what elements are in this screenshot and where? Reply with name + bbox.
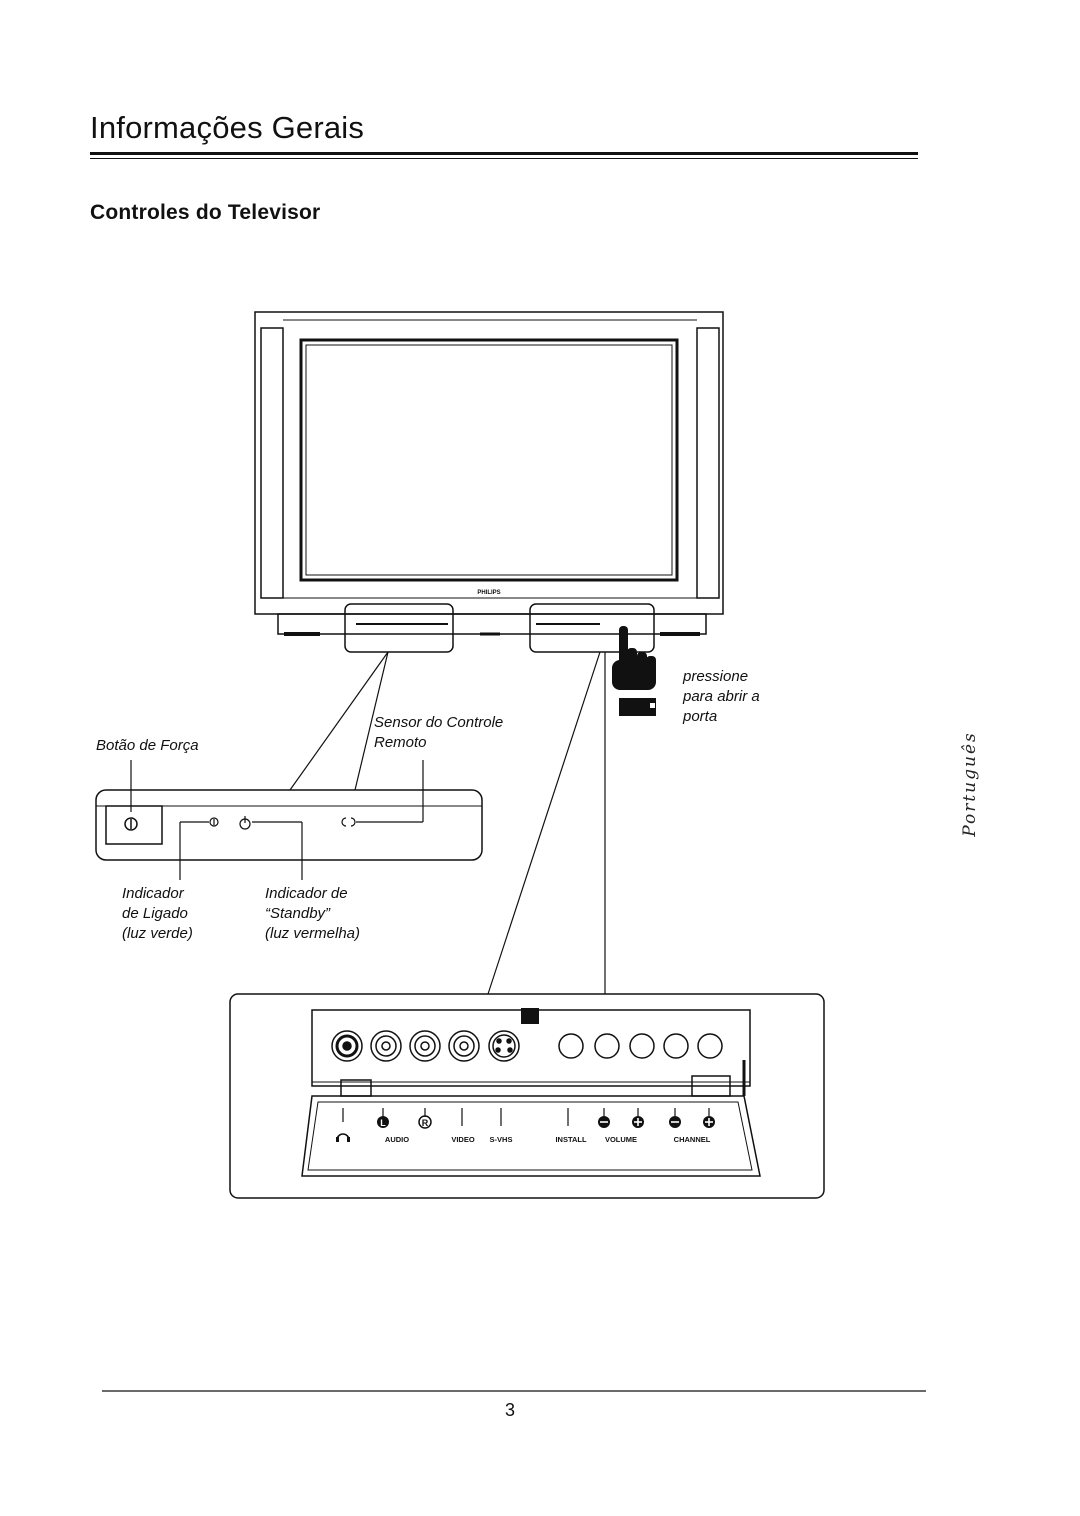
title-rule-thin [90, 158, 918, 159]
audio-right-letter: R [422, 1118, 429, 1128]
audio-left-letter: L [380, 1118, 386, 1128]
standby-indicator-label: Indicador de “Standby” (luz vermelha) [265, 885, 361, 942]
power-icon [124, 817, 138, 831]
audio-right-symbol [418, 1115, 432, 1129]
button-install [558, 1033, 584, 1059]
buttons-row [558, 1033, 723, 1059]
svhs-label: S-VHS [490, 1135, 513, 1144]
side-control-panel: L R AUDIO VIDEO S-VHS INSTALL VOLUME CHA… [229, 993, 825, 1199]
button-volume-minus [594, 1033, 620, 1059]
title-rule [90, 152, 918, 155]
audio-label: AUDIO [385, 1135, 409, 1144]
connector-svhs [488, 1030, 520, 1062]
page-title: Informações Gerais [90, 110, 365, 145]
tv-front-drawing [254, 311, 724, 716]
connector-video [448, 1030, 480, 1062]
on-indicator-icon [209, 817, 219, 827]
remote-sensor-icon [341, 817, 347, 827]
remote-sensor-label: Sensor do Controle Remoto [374, 714, 504, 751]
press-to-open-label: pressione para abrir a porta [683, 668, 760, 725]
tv-brand-logo: PHILIPS [477, 590, 500, 596]
page-number: 3 [504, 1400, 515, 1420]
audio-left-symbol [377, 1116, 389, 1128]
language-side-tab: Português [930, 704, 1010, 864]
section-title: Controles do Televisor [90, 201, 321, 224]
connector-headphone [331, 1030, 363, 1062]
channel-label: CHANNEL [674, 1135, 711, 1144]
button-channel-plus [697, 1033, 723, 1059]
connector-audio-left [370, 1030, 402, 1062]
language-side-tab-text: Português [960, 731, 981, 837]
install-label: INSTALL [555, 1135, 587, 1144]
button-channel-minus [663, 1033, 689, 1059]
video-label: VIDEO [451, 1135, 475, 1144]
on-indicator-label: Indicador de Ligado (luz verde) [122, 885, 193, 942]
hand-pointer-icon [612, 626, 656, 716]
volume-label: VOLUME [605, 1135, 637, 1144]
front-panel-detail [95, 651, 606, 995]
connector-audio-right [409, 1030, 441, 1062]
power-button-label: Botão de Força [96, 737, 199, 754]
button-volume-plus [629, 1033, 655, 1059]
